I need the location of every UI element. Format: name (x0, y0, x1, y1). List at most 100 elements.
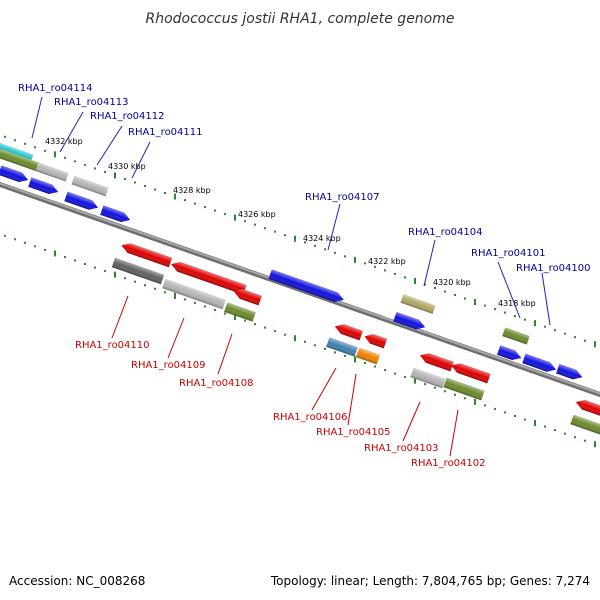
gene-label[interactable]: RHA1_ro04103 (364, 443, 439, 454)
scale-major-tick (594, 441, 596, 448)
scale-track (4, 135, 596, 448)
scale-minor-tick (444, 390, 446, 393)
scale-minor-tick (204, 206, 206, 209)
gene-arrow-forward[interactable] (268, 269, 346, 304)
scale-minor-tick (224, 213, 226, 216)
scale-minor-tick (544, 325, 546, 328)
gene-label[interactable]: RHA1_ro04112 (90, 111, 165, 122)
gene-label[interactable]: RHA1_ro04102 (411, 458, 486, 469)
scale-minor-tick (144, 284, 146, 287)
scale-minor-tick (4, 234, 6, 237)
scale-minor-tick (504, 311, 506, 314)
cog-box (326, 337, 358, 357)
bottom-leader-lines (111, 295, 459, 457)
gene-arrow-reverse[interactable] (120, 241, 173, 268)
gene-arrow-reverse[interactable] (449, 361, 491, 384)
gene-label[interactable]: RHA1_ro04114 (18, 83, 93, 94)
scale-minor-tick (244, 220, 246, 223)
scale-minor-tick (584, 339, 586, 342)
scale-minor-tick (124, 177, 126, 180)
gene-label[interactable]: RHA1_ro04109 (131, 360, 206, 371)
scale-minor-tick (84, 163, 86, 166)
scale-minor-tick (574, 336, 576, 339)
scale-major-tick (54, 151, 56, 158)
gene-arrow-reverse[interactable] (232, 287, 262, 306)
gene-label[interactable]: RHA1_ro04105 (316, 427, 391, 438)
gene-label[interactable]: RHA1_ro04110 (75, 340, 150, 351)
scale-minor-tick (424, 283, 426, 286)
gene-label[interactable]: RHA1_ro04100 (516, 263, 591, 274)
scale-minor-tick (194, 301, 196, 304)
cog-box (224, 302, 256, 322)
scale-major-tick (174, 193, 176, 200)
scale-label: 4324 kbp (303, 234, 341, 243)
scale-minor-tick (24, 241, 26, 244)
gene-arrow-reverse[interactable] (170, 259, 247, 295)
scale-minor-tick (464, 397, 466, 400)
scale-minor-tick (94, 167, 96, 170)
cog-box (443, 377, 485, 401)
gene-arrow-forward[interactable] (28, 177, 60, 196)
scale-major-tick (534, 420, 536, 427)
scale-minor-tick (104, 270, 106, 273)
scale-minor-tick (74, 259, 76, 262)
scale-major-tick (114, 172, 116, 179)
scale-major-tick (474, 299, 476, 306)
scale-minor-tick (184, 298, 186, 301)
gene-arrow-forward[interactable] (522, 353, 557, 375)
scale-minor-tick (554, 329, 556, 332)
scale-minor-tick (284, 234, 286, 237)
gene-label[interactable]: RHA1_ro04108 (179, 378, 254, 389)
gene-arrow-forward[interactable] (393, 311, 427, 332)
scale-minor-tick (444, 290, 446, 293)
gene-label[interactable]: RHA1_ro04106 (273, 412, 348, 423)
scale-minor-tick (184, 199, 186, 202)
cog-box (400, 294, 436, 314)
scale-minor-tick (194, 202, 196, 205)
scale-minor-tick (164, 192, 166, 195)
scale-minor-tick (34, 146, 36, 149)
scale-label: 4320 kbp (433, 278, 471, 287)
scale-minor-tick (434, 286, 436, 289)
gene-arrow-forward[interactable] (64, 191, 99, 213)
scale-major-tick (294, 235, 296, 242)
scale-minor-tick (384, 369, 386, 372)
scale-minor-tick (134, 280, 136, 283)
scale-label: 4328 kbp (173, 186, 211, 195)
scale-minor-tick (344, 255, 346, 258)
scale-minor-tick (254, 223, 256, 226)
scale-minor-tick (104, 170, 106, 173)
scale-major-tick (414, 377, 416, 384)
scale-major-tick (234, 314, 236, 321)
scale-label: 4330 kbp (108, 162, 146, 171)
gene-arrow-forward[interactable] (556, 363, 584, 382)
gene-label[interactable]: RHA1_ro04111 (128, 127, 203, 138)
genome-summary-text: Topology: linear; Length: 7,804,765 bp; … (270, 574, 590, 588)
scale-minor-tick (304, 241, 306, 244)
scale-minor-tick (434, 386, 436, 389)
gene-arrow-reverse[interactable] (363, 332, 388, 349)
gene-features (0, 140, 600, 436)
gene-arrow-reverse[interactable] (418, 351, 454, 372)
gene-arrow-forward[interactable] (100, 205, 132, 224)
scale-minor-tick (44, 248, 46, 251)
scale-minor-tick (364, 361, 366, 364)
scale-label: 4322 kbp (368, 257, 406, 266)
gene-arrow-forward[interactable] (497, 345, 523, 362)
gene-label[interactable]: RHA1_ro04104 (408, 227, 483, 238)
scale-minor-tick (254, 323, 256, 326)
scale-minor-tick (34, 245, 36, 248)
gene-label[interactable]: RHA1_ro04107 (305, 192, 380, 203)
gene-arrow-forward[interactable] (0, 165, 30, 184)
gene-arrow-reverse[interactable] (333, 322, 363, 341)
scale-minor-tick (494, 407, 496, 410)
gene-arrow-reverse[interactable] (574, 397, 600, 417)
scale-minor-tick (334, 251, 336, 254)
gene-label[interactable]: RHA1_ro04101 (471, 248, 546, 259)
scale-major-tick (594, 341, 596, 348)
scale-minor-tick (314, 344, 316, 347)
gene-label[interactable]: RHA1_ro04113 (54, 97, 129, 108)
cog-box (71, 175, 109, 197)
scale-minor-tick (314, 244, 316, 247)
